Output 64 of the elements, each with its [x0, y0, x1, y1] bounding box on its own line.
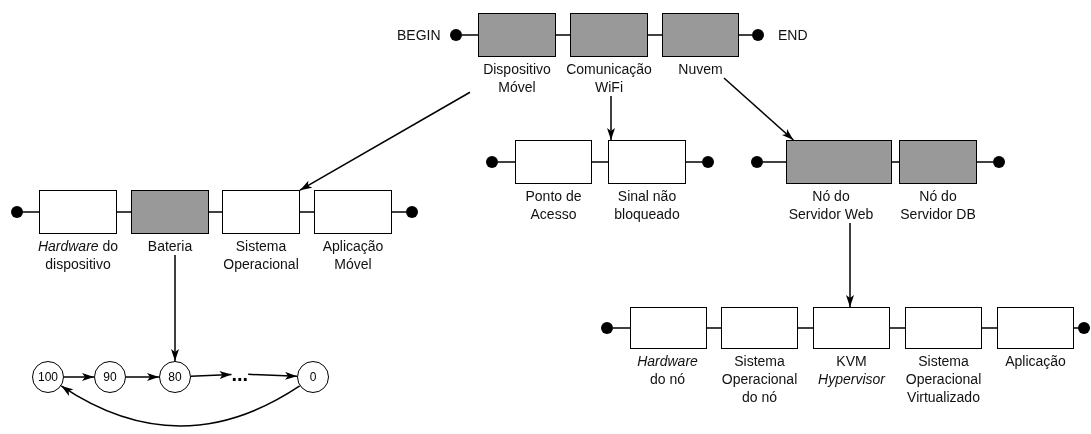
- terminal-dot: [450, 29, 462, 41]
- block-label: Nó do Servidor DB: [899, 187, 977, 223]
- arrow: [125, 373, 160, 381]
- block-label: Hardware do nó: [636, 352, 699, 388]
- arrow: [607, 95, 615, 141]
- state-circle: 80: [159, 361, 191, 393]
- arrow: [846, 222, 854, 308]
- connector-line: [208, 211, 223, 213]
- connector-line: [497, 161, 516, 163]
- block-label: Sistema Operacional Virtualizado: [904, 352, 983, 406]
- arrow: [60, 385, 301, 427]
- connector-line: [762, 161, 787, 163]
- connector-line: [738, 34, 753, 36]
- connector-line: [116, 211, 132, 213]
- state-circle: 90: [94, 361, 126, 393]
- block-label: KVM Hypervisor: [817, 352, 887, 388]
- connector-line: [891, 161, 900, 163]
- terminal-dot: [702, 156, 714, 168]
- connector-line: [461, 34, 479, 36]
- terminal-dot: [601, 322, 613, 334]
- connector-line: [706, 327, 722, 329]
- state-circle: 0: [297, 361, 329, 393]
- connector-line: [889, 327, 906, 329]
- arrow: [247, 371, 298, 380]
- connector-line: [591, 161, 609, 163]
- arrow: [171, 254, 179, 362]
- block-label: Nuvem: [677, 60, 724, 78]
- connector-line: [981, 327, 998, 329]
- connector-line: [612, 327, 631, 329]
- arrow: [299, 91, 471, 191]
- block-label: Hardware do dispositivo: [36, 237, 120, 273]
- connector-line: [22, 211, 40, 213]
- block-label: Sistema Operacional do nó: [720, 352, 799, 406]
- block-label: Sistema Operacional: [222, 237, 300, 273]
- block-label: Dispositivo Móvel: [482, 60, 552, 96]
- connector-line: [391, 211, 407, 213]
- block-label: Ponto de Acesso: [524, 187, 583, 223]
- block-label: Aplicação: [1004, 352, 1067, 370]
- terminal-dot: [406, 206, 418, 218]
- connector-line: [797, 327, 814, 329]
- block-label: Aplicação Móvel: [321, 237, 385, 273]
- terminal-dot: [486, 156, 498, 168]
- terminal-label: BEGIN: [397, 26, 441, 44]
- arrow: [190, 370, 233, 379]
- block-label: Nó do Servidor Web: [787, 187, 875, 223]
- connector-line: [647, 34, 663, 36]
- arrow: [723, 77, 795, 141]
- connector-line: [555, 34, 571, 36]
- terminal-dot: [11, 206, 23, 218]
- connector-line: [976, 161, 994, 163]
- arrow: [63, 373, 95, 381]
- terminal-dot: [752, 29, 764, 41]
- connector-line: [1073, 327, 1079, 329]
- terminal-dot: [751, 156, 763, 168]
- block-label: Comunicação WiFi: [565, 60, 653, 96]
- block-label: Sinal não bloqueado: [613, 187, 681, 223]
- terminal-dot: [993, 156, 1005, 168]
- connector-line: [685, 161, 703, 163]
- connector-line: [299, 211, 315, 213]
- ellipsis-text: ...: [231, 364, 249, 384]
- terminal-dot: [1078, 322, 1090, 334]
- block-label: Bateria: [146, 237, 194, 255]
- terminal-label: END: [778, 26, 808, 44]
- state-circle: 100: [32, 361, 64, 393]
